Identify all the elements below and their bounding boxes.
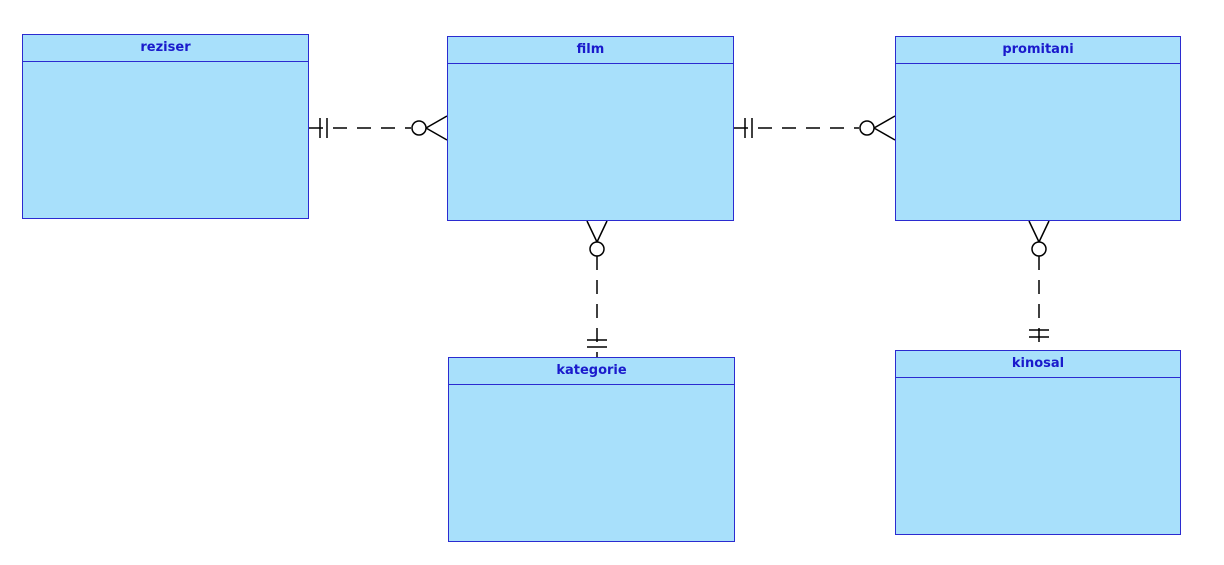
crow-foot-mark bbox=[873, 115, 896, 141]
zero-mark-circle bbox=[589, 241, 605, 257]
entity-title: kinosal bbox=[896, 351, 1180, 378]
crow-foot-mark bbox=[1028, 220, 1050, 243]
crow-foot-mark bbox=[425, 115, 448, 141]
entity-title: kategorie bbox=[449, 358, 734, 385]
relationship-film-promitani[interactable] bbox=[734, 115, 896, 141]
crow-foot-mark bbox=[586, 220, 608, 243]
entity-title: film bbox=[448, 37, 733, 64]
relationship-kategorie-film[interactable] bbox=[586, 220, 608, 357]
relationship-kinosal-promitani[interactable] bbox=[1028, 220, 1050, 350]
entity-title: reziser bbox=[23, 35, 308, 62]
entity-title: promitani bbox=[896, 37, 1180, 64]
entity-kategorie[interactable]: kategorie bbox=[448, 357, 735, 542]
entity-film[interactable]: film bbox=[447, 36, 734, 221]
entity-promitani[interactable]: promitani bbox=[895, 36, 1181, 221]
zero-mark-circle bbox=[1031, 241, 1047, 257]
entity-reziser[interactable]: reziser bbox=[22, 34, 309, 219]
relationship-reziser-film[interactable] bbox=[309, 115, 448, 141]
zero-mark-circle bbox=[411, 120, 427, 136]
entity-kinosal[interactable]: kinosal bbox=[895, 350, 1181, 535]
zero-mark-circle bbox=[859, 120, 875, 136]
